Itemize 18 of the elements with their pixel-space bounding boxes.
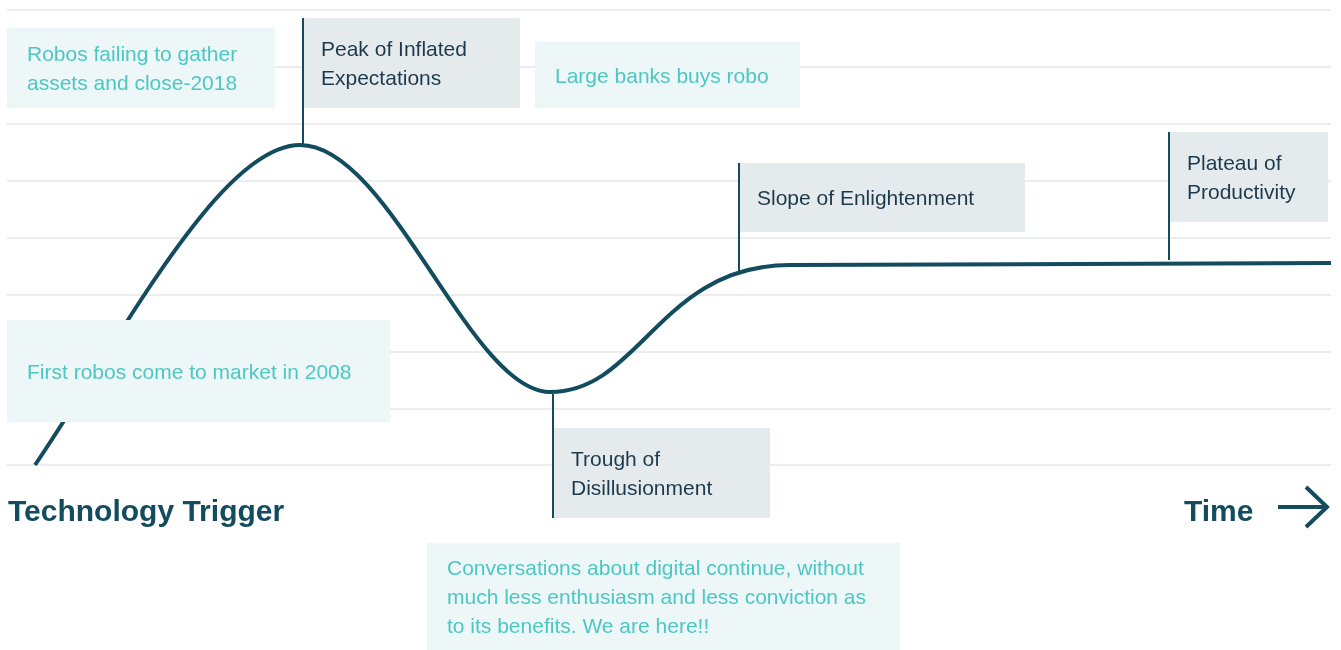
- phase-label: Peak of Inflated Expectations: [321, 36, 468, 91]
- note-text: Large banks buys robo: [555, 62, 770, 89]
- phase-label-box: [1168, 132, 1328, 222]
- leader-line: [302, 107, 304, 146]
- note-text: Conversations about digital continue, without much less enthusiasm and less conviction as to its benefits. We are here!!: [447, 555, 868, 639]
- phase-label-box: [552, 428, 770, 518]
- note-text: Robos failing to gather assets and close-2018: [27, 41, 239, 96]
- phase-label: Slope of Enlightenment: [757, 185, 976, 211]
- axis-label: Technology Trigger: [8, 493, 285, 529]
- phase-label-box: [738, 163, 1025, 232]
- leader-line: [1168, 221, 1170, 261]
- phase-label: Trough of Disillusionment: [571, 446, 714, 501]
- leader-line: [552, 393, 554, 429]
- axis-label: Time: [1184, 493, 1254, 529]
- note-box: [7, 320, 390, 422]
- phase-label: Plateau of Productivity: [1187, 150, 1297, 205]
- phase-label-box: [302, 18, 520, 108]
- note-text: First robos come to market in 2008: [27, 358, 353, 385]
